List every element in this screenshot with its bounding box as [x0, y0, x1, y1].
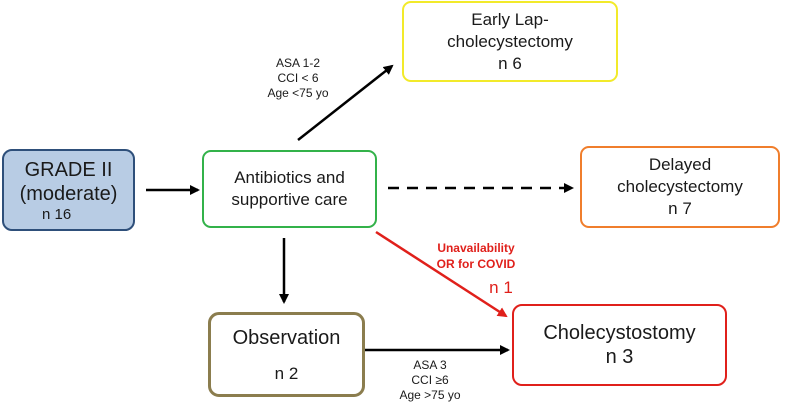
node-delayed-line2: cholecystectomy: [617, 177, 743, 196]
node-grade-ii-title: GRADE II: [24, 158, 113, 181]
edge-label-early-age: Age <75 yo: [267, 86, 329, 100]
edge-label-red-unavailability: Unavailability: [437, 241, 515, 255]
edge-label-early-cci: CCI < 6: [277, 71, 319, 85]
node-cholecystostomy: Cholecystostomy n 3: [512, 304, 727, 386]
node-cholecystostomy-title: Cholecystostomy: [543, 322, 696, 344]
node-grade-ii-count: n 16: [42, 205, 72, 223]
node-observation-title: Observation: [232, 326, 341, 349]
edge-label-early-criteria: ASA 1-2 CCI < 6 Age <75 yo: [250, 56, 346, 101]
arrow-antibiotics-to-cholecystostomy: [375, 230, 508, 318]
node-observation: Observation n 2: [208, 312, 365, 397]
edge-label-red-count: n 1: [489, 278, 513, 297]
edge-label-chol-age: Age >75 yo: [399, 388, 461, 402]
edge-label-chol-asa: ASA 3: [413, 358, 447, 372]
edge-label-cholecystostomy-criteria: ASA 3 CCI ≥6 Age >75 yo: [385, 358, 475, 403]
edge-label-red-reason: Unavailability OR for COVID: [420, 240, 532, 272]
node-observation-count: n 2: [274, 363, 299, 383]
node-grade-ii: GRADE II (moderate) n 16: [2, 149, 135, 231]
edge-label-early-asa: ASA 1-2: [275, 56, 321, 70]
node-antibiotics: Antibiotics and supportive care: [202, 150, 377, 228]
node-delayed: Delayed cholecystectomy n 7: [580, 146, 780, 228]
node-grade-ii-subtitle: (moderate): [19, 182, 118, 205]
arrow-antibiotics-to-early: [297, 64, 394, 141]
node-cholecystostomy-count: n 3: [605, 346, 634, 368]
edge-label-chol-cci: CCI ≥6: [411, 373, 449, 387]
node-early-lap: Early Lap- cholecystectomy n 6: [402, 1, 618, 82]
node-early-lap-line2: cholecystectomy: [447, 31, 573, 51]
node-delayed-line1: Delayed: [648, 155, 712, 174]
node-early-lap-line1: Early Lap-: [471, 9, 549, 29]
edge-label-red-or-covid: OR for COVID: [436, 257, 516, 271]
node-antibiotics-line2: supportive care: [231, 190, 348, 209]
node-delayed-count: n 7: [668, 199, 692, 218]
node-early-lap-count: n 6: [498, 53, 522, 73]
node-antibiotics-line1: Antibiotics and: [234, 168, 345, 187]
